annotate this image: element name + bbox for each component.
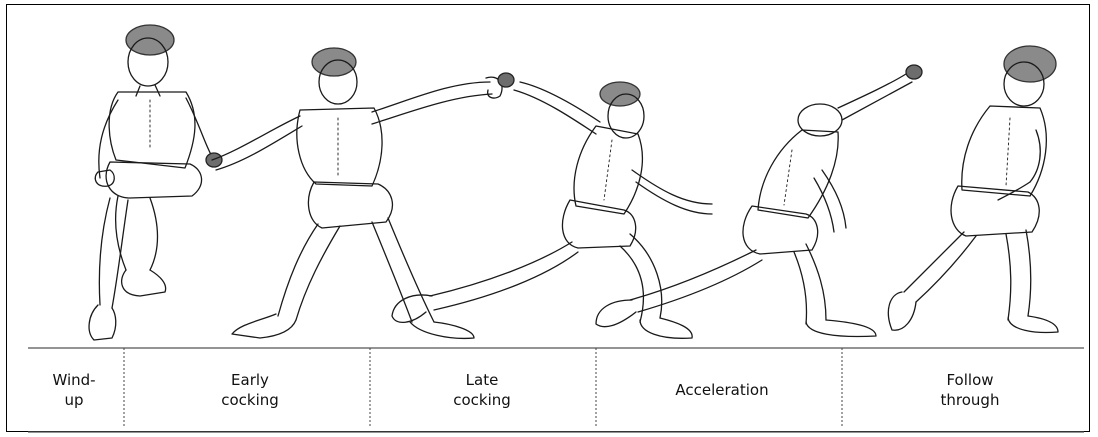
phase-label-early-cocking: Early cocking: [180, 370, 320, 410]
phase-label-wind-up: Wind- up: [34, 370, 114, 410]
phase-label-follow-through: Follow through: [900, 370, 1040, 410]
phase-label-late-cocking: Late cocking: [412, 370, 552, 410]
figure-early-cocking: [212, 48, 502, 338]
phase-label-acceleration: Acceleration: [632, 380, 812, 400]
figure-wind-up: [89, 25, 222, 340]
figure-late-cocking: [392, 73, 712, 338]
figure-follow-through: [888, 46, 1058, 332]
figure-acceleration: [596, 65, 922, 336]
